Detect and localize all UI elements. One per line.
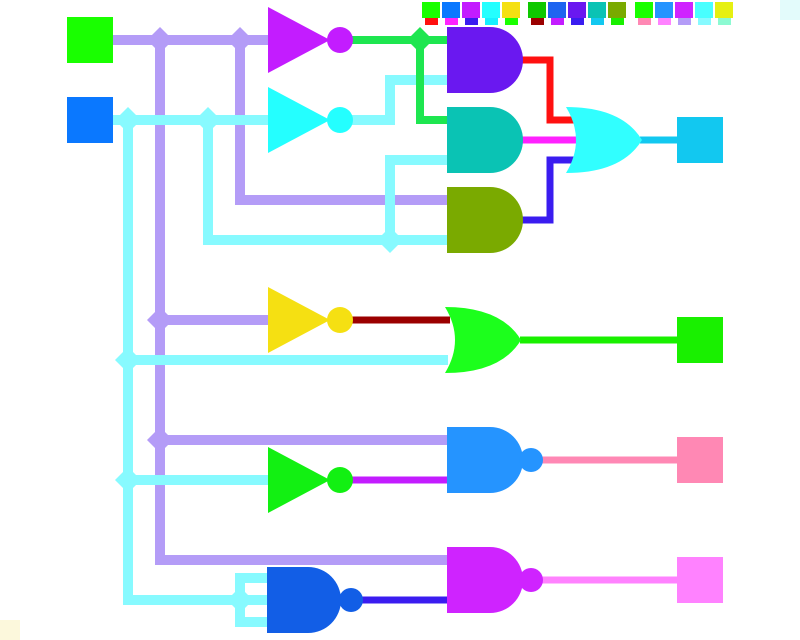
nand-gate-3[interactable] (447, 547, 543, 613)
legend-swatch (462, 2, 480, 18)
junction-diamond (227, 587, 253, 613)
junction-diamond (195, 107, 221, 133)
legend-swatch (528, 2, 546, 18)
nand-gate-2[interactable] (267, 567, 363, 633)
wire-and3-or1 (522, 156, 578, 224)
legend-swatch (608, 2, 626, 18)
corner-swatch-bottom-left (0, 620, 20, 640)
legend-swatch (531, 18, 544, 25)
junction-diamond (115, 467, 141, 493)
wire-and1-or1 (522, 56, 578, 124)
legend-swatch (588, 2, 606, 18)
legend-swatch (425, 18, 438, 25)
output-terminal-1[interactable] (677, 117, 723, 163)
legend-swatch (698, 18, 711, 25)
legend-swatch (502, 2, 520, 18)
legend-swatch (465, 18, 478, 25)
legend-swatch (678, 18, 691, 25)
and-gate-2[interactable] (447, 107, 523, 173)
legend-swatch (695, 2, 713, 18)
legend-swatch (442, 2, 460, 18)
or-gate-1[interactable] (566, 107, 642, 173)
junction-diamond (115, 347, 141, 373)
output-terminal-2[interactable] (677, 317, 723, 363)
junction-diamond (147, 307, 173, 333)
not-gate-4[interactable] (268, 447, 353, 513)
legend-swatch (718, 18, 731, 25)
junction-diamond (147, 427, 173, 453)
legend-swatch (635, 2, 653, 18)
and-gate-3[interactable] (447, 187, 523, 253)
junction-diamond (407, 27, 433, 53)
junction-diamond (227, 27, 253, 53)
input-terminal-a[interactable] (67, 17, 113, 63)
legend-swatch (505, 18, 518, 25)
legend-swatch (548, 2, 566, 18)
legend-swatch (422, 2, 440, 18)
legend-swatch (675, 2, 693, 18)
output-terminal-4[interactable] (677, 557, 723, 603)
color-legend-top (422, 2, 733, 18)
not-gate-1[interactable] (268, 7, 353, 73)
wire-junctions (115, 27, 433, 613)
junction-diamond (147, 27, 173, 53)
nand-gate-1[interactable] (447, 427, 543, 493)
legend-swatch (591, 18, 604, 25)
color-legend-bottom (425, 18, 731, 25)
output-terminal-3[interactable] (677, 437, 723, 483)
not-gate-2[interactable] (268, 87, 353, 153)
legend-swatch (568, 2, 586, 18)
junction-diamond (115, 107, 141, 133)
legend-swatch (445, 18, 458, 25)
wire-not1-out (350, 36, 448, 124)
input-terminal-b[interactable] (67, 97, 113, 143)
legend-swatch (715, 2, 733, 18)
legend-swatch (551, 18, 564, 25)
corner-swatch-top-right (780, 0, 800, 20)
legend-swatch (611, 18, 624, 25)
legend-swatch (485, 18, 498, 25)
legend-swatch (658, 18, 671, 25)
or-gate-2[interactable] (445, 307, 521, 373)
and-gate-1[interactable] (447, 27, 523, 93)
legend-swatch (571, 18, 584, 25)
legend-swatch (655, 2, 673, 18)
junction-diamond (377, 227, 403, 253)
not-gate-3[interactable] (268, 287, 353, 353)
legend-swatch (482, 2, 500, 18)
legend-swatch (638, 18, 651, 25)
